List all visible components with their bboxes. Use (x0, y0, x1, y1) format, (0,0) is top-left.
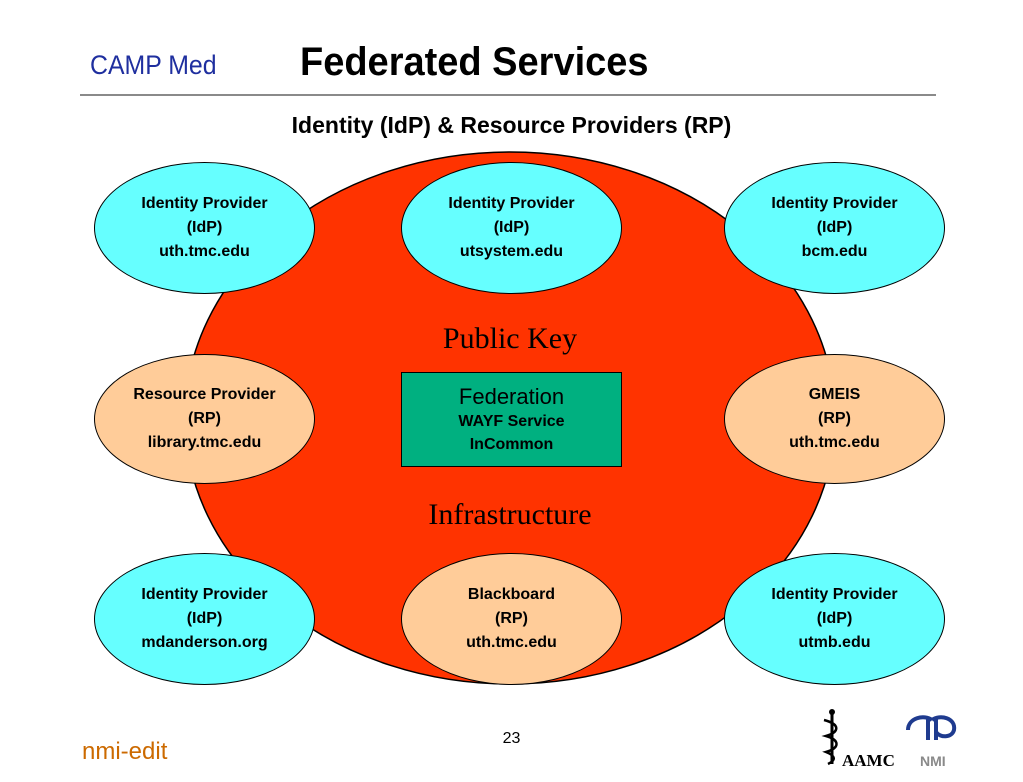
nmi-logo-icon (906, 715, 957, 740)
node-idp-utsystem: Identity Provider (IdP) utsystem.edu (401, 162, 622, 294)
footer-logos: AAMC NMI (821, 709, 957, 770)
slide-subtitle: Identity (IdP) & Resource Providers (RP) (291, 112, 732, 138)
federation-box: Federation WAYF Service InCommon (401, 372, 622, 467)
node-line1: Blackboard (467, 586, 556, 603)
node-line3: uth.tmc.edu (466, 634, 557, 651)
footer-nmi-edit: nmi-edit (82, 738, 168, 765)
node-line1: Identity Provider (771, 195, 898, 212)
node-line1: Identity Provider (141, 586, 268, 603)
federation-incommon: InCommon (469, 435, 554, 453)
node-line1: Identity Provider (448, 195, 575, 212)
federation-wayf: WAYF Service (458, 412, 565, 430)
federation-title: Federation (458, 383, 565, 409)
node-line1: Identity Provider (141, 195, 268, 212)
title-divider (80, 94, 936, 96)
node-line3: mdanderson.org (141, 634, 268, 651)
node-idp-uth: Identity Provider (IdP) uth.tmc.edu (94, 162, 315, 294)
node-idp-mdanderson: Identity Provider (IdP) mdanderson.org (94, 553, 315, 685)
node-idp-bcm: Identity Provider (IdP) bcm.edu (724, 162, 945, 294)
page-number: 23 (502, 730, 521, 747)
node-line3: utsystem.edu (459, 243, 564, 260)
node-line2: (RP) (818, 410, 851, 427)
node-line3: bcm.edu (801, 243, 868, 260)
pki-label-bottom: Infrastructure (428, 498, 592, 531)
node-line2: (IdP) (816, 610, 853, 627)
node-line3: uth.tmc.edu (159, 243, 250, 260)
pki-label-top: Public Key (442, 322, 578, 355)
node-rp-gmeis: GMEIS (RP) uth.tmc.edu (724, 354, 945, 484)
node-line1: Identity Provider (771, 586, 898, 603)
node-rp-blackboard: Blackboard (RP) uth.tmc.edu (401, 553, 622, 685)
node-line2: (IdP) (186, 219, 223, 236)
node-line2: (RP) (495, 610, 528, 627)
aamc-caduceus-icon (821, 709, 838, 766)
node-idp-utmb: Identity Provider (IdP) utmb.edu (724, 553, 945, 685)
node-line3: uth.tmc.edu (789, 434, 880, 451)
node-line1: GMEIS (808, 386, 861, 403)
node-line3: library.tmc.edu (147, 434, 262, 451)
node-line2: (IdP) (186, 610, 223, 627)
node-line2: (IdP) (816, 219, 853, 236)
brand-label: CAMP Med (90, 50, 217, 80)
node-line2: (RP) (188, 410, 221, 427)
aamc-logo-text: AAMC (842, 751, 895, 770)
slide-title: Federated Services (300, 40, 649, 84)
node-line1: Resource Provider (133, 386, 276, 403)
node-line3: utmb.edu (798, 634, 871, 651)
nmi-logo-text: NMI (920, 753, 946, 769)
node-line2: (IdP) (493, 219, 530, 236)
node-rp-library: Resource Provider (RP) library.tmc.edu (94, 354, 315, 484)
